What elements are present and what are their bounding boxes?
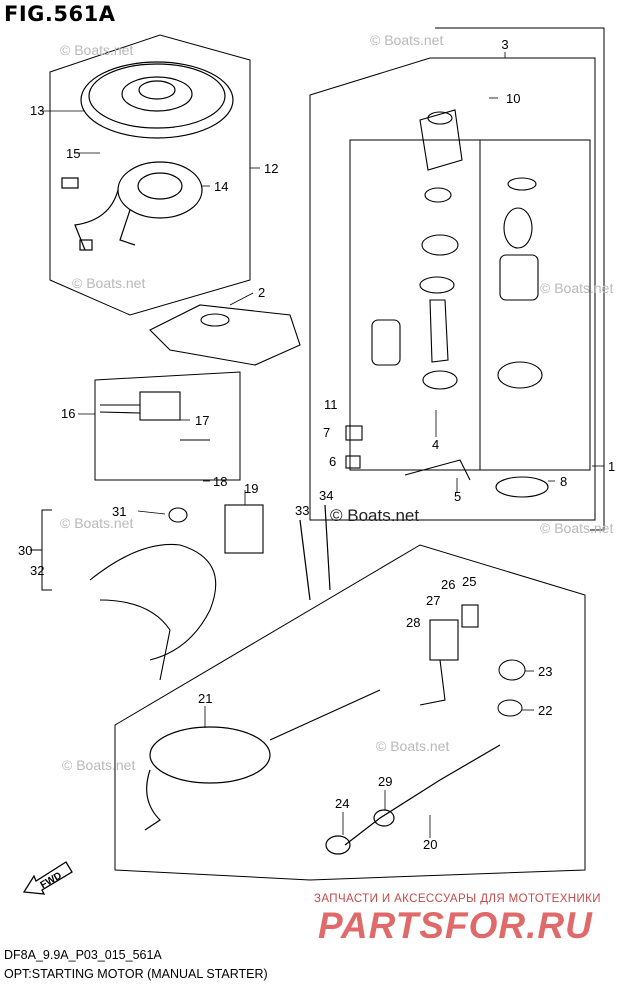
frame-motor-inner	[349, 139, 591, 471]
clamp-part-33	[299, 519, 311, 601]
callout-25: 25	[462, 574, 476, 589]
footer-model-code: DF8A_9.9A_P03_015_561A	[4, 948, 162, 962]
callout-26: 26	[441, 577, 455, 592]
callout-2: 2	[258, 285, 265, 300]
rectifier-part-19	[224, 504, 264, 554]
watermark: © Boats.net	[376, 738, 450, 754]
flywheel-part-13	[80, 61, 234, 139]
switch-part-25	[419, 604, 479, 706]
callout-29: 29	[378, 774, 392, 789]
watermark-center: © Boats.net	[330, 506, 420, 525]
frame-armature	[479, 139, 591, 471]
callout-18: 18	[213, 474, 227, 489]
frame-ignition-coil	[94, 371, 241, 481]
ignition-coil-part-17	[99, 391, 210, 441]
figure-title: FIG.561A	[4, 2, 116, 26]
callout-32: 32	[30, 563, 44, 578]
main-harness-part-21	[144, 689, 381, 831]
frame-assembly-1	[435, 27, 605, 531]
callout-31: 31	[112, 504, 126, 519]
shop-tagline: ЗАПЧАСТИ И АКСЕССУАРЫ ДЛЯ МОТОТЕХНИКИ	[314, 893, 601, 905]
callout-17: 17	[195, 413, 209, 428]
callout-28: 28	[406, 615, 420, 630]
callout-30: 30	[18, 543, 32, 558]
callout-15: 15	[66, 146, 80, 161]
callout-3: 3	[501, 37, 508, 52]
watermark: © Boats.net	[540, 280, 614, 296]
grommet-part-22	[497, 699, 523, 717]
frame-harness	[114, 544, 586, 881]
callout-5: 5	[454, 489, 461, 504]
callout-33: 33	[295, 503, 309, 518]
callout-10: 10	[506, 91, 520, 106]
callout-11: 11	[324, 397, 338, 412]
callout-21: 21	[198, 691, 212, 706]
watermark: © Boats.net	[62, 757, 136, 773]
watermark: © Boats.net	[60, 515, 134, 531]
grommet-part-23	[498, 659, 526, 681]
harness-part-20	[325, 744, 501, 855]
footer-caption: OPT:STARTING MOTOR (MANUAL STARTER)	[4, 967, 268, 981]
callout-8: 7	[323, 425, 330, 440]
callout-12: 12	[264, 161, 278, 176]
stator-part-14	[61, 161, 203, 251]
callout-22: 22	[538, 703, 552, 718]
callout-19: 19	[244, 481, 258, 496]
fwd-label: FWD	[39, 870, 64, 891]
callout-14: 14	[214, 179, 228, 194]
clamp-part-34	[324, 504, 331, 591]
callout-6: 8	[560, 474, 567, 489]
callout-13: 13	[30, 103, 44, 118]
starter-motor-parts	[345, 109, 549, 498]
watermark: © Boats.net	[540, 520, 614, 536]
callout-4: 4	[432, 437, 439, 452]
watermark: © Boats.net	[72, 275, 146, 291]
callout-16: 16	[61, 406, 75, 421]
watermark: © Boats.net	[370, 32, 444, 48]
bracket-30-32	[41, 509, 52, 591]
callout-1: 1	[608, 459, 615, 474]
callout-34: 34	[319, 488, 333, 503]
callout-23: 23	[538, 664, 552, 679]
callout-20: 20	[423, 837, 437, 852]
callout-24: 24	[335, 796, 349, 811]
shop-logo: PARTSFOR.RU	[318, 905, 593, 946]
callout-7: 6	[329, 454, 336, 469]
callout-27: 27	[426, 593, 440, 608]
watermark: © Boats.net	[60, 42, 134, 58]
frame-magneto	[49, 34, 251, 316]
base-plate-part-2	[149, 304, 301, 366]
frame-starting-motor	[309, 57, 596, 521]
fwd-arrow-icon: FWD	[22, 861, 73, 895]
wire-harness-part-31	[89, 507, 217, 681]
